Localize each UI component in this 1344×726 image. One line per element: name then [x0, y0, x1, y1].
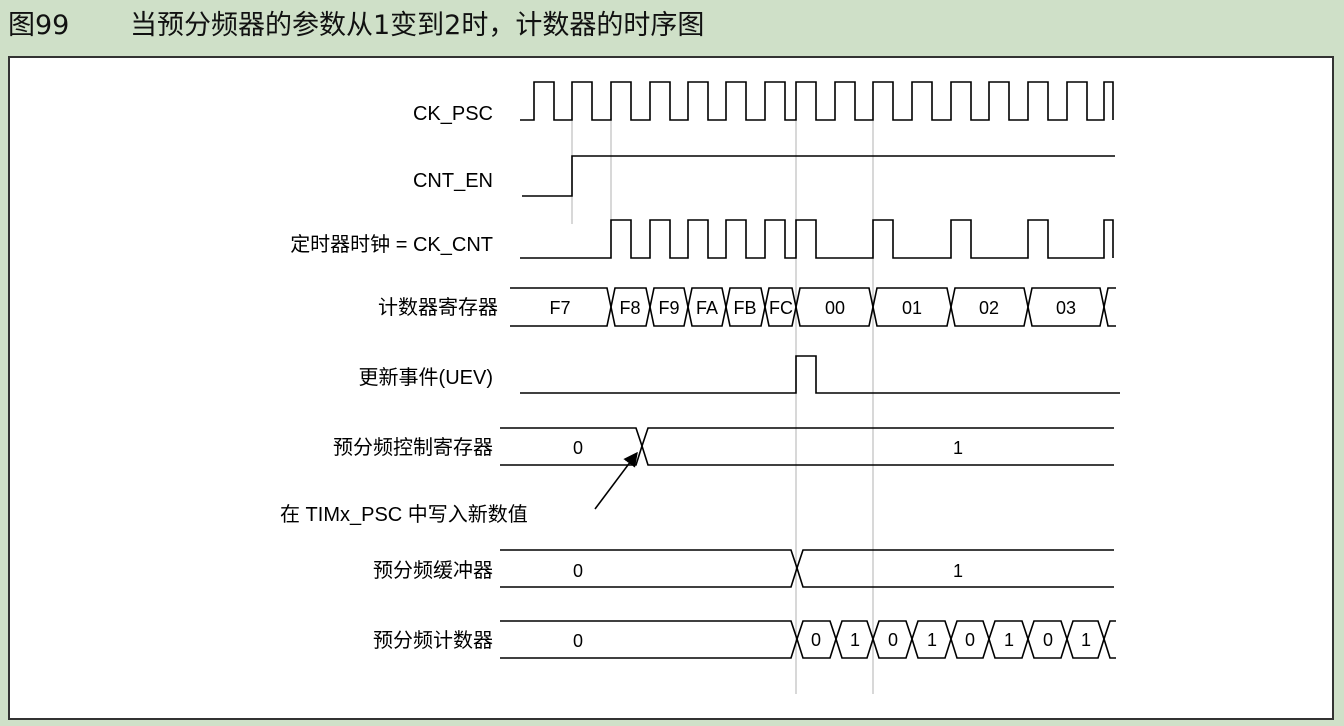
counter-value: 01 — [902, 298, 922, 318]
counter-register-bus: F7 F8 F9 FA FB FC 00 01 02 03 — [510, 287, 1116, 327]
counter-value: 02 — [979, 298, 999, 318]
cnt-en-waveform — [522, 155, 1115, 197]
label-cnt-en: CNT_EN — [413, 170, 493, 192]
counter-value: FB — [733, 298, 756, 318]
counter-value: F7 — [549, 298, 570, 318]
psc-counter-value: 1 — [927, 630, 937, 650]
ck-cnt-waveform — [520, 219, 1114, 259]
bus-segment — [1027, 287, 1105, 327]
counter-value: 00 — [825, 298, 845, 318]
bus-segment — [911, 620, 952, 659]
bus-segment — [500, 549, 798, 588]
psc-counter-value: 0 — [965, 630, 975, 650]
figure-number: 图99 — [8, 10, 70, 41]
counter-value: FA — [696, 298, 718, 318]
bus-segment — [1027, 620, 1068, 659]
label-psc-buffer: 预分频缓冲器 — [373, 559, 493, 582]
label-psc-control: 预分频控制寄存器 — [333, 436, 493, 459]
bus-segment — [610, 287, 651, 327]
label-uev: 更新事件(UEV) — [359, 366, 493, 389]
psc-counter-value: 1 — [1081, 630, 1091, 650]
bus-segment — [1103, 287, 1116, 327]
label-psc-counter: 预分频计数器 — [373, 629, 493, 652]
write-arrow — [594, 451, 638, 510]
bus-segment — [796, 549, 1114, 588]
psc-counter-bus: 0 0 1 0 1 0 1 0 1 — [500, 620, 1116, 659]
bus-segment — [725, 287, 766, 327]
psc-buffer-bus: 0 1 — [500, 549, 1114, 588]
ck-psc-waveform — [520, 81, 1114, 121]
psc-buffer-value: 0 — [573, 561, 583, 581]
figure-title: 当预分频器的参数从1变到2时，计数器的时序图 — [130, 10, 705, 41]
psc-counter-value: 0 — [811, 630, 821, 650]
bus-segment — [641, 427, 1114, 466]
psc-control-value: 0 — [573, 438, 583, 458]
bus-segment — [950, 620, 990, 659]
psc-counter-value: 0 — [1043, 630, 1053, 650]
psc-counter-value: 0 — [888, 630, 898, 650]
bus-segment — [500, 427, 643, 466]
psc-control-bus: 0 1 — [500, 427, 1114, 466]
timing-diagram: CK_PSC CNT_EN 定时器时钟 = CK_CNT 计数器寄存器 更新事件… — [280, 81, 1120, 694]
figure-caption: 图99 当预分频器的参数从1变到2时，计数器的时序图 — [8, 4, 704, 48]
label-ck-psc: CK_PSC — [413, 103, 493, 125]
label-counter-register: 计数器寄存器 — [378, 296, 498, 319]
bus-segment — [649, 287, 689, 327]
write-note: 在 TIMx_PSC 中写入新数值 — [280, 503, 528, 526]
psc-buffer-value: 1 — [953, 561, 963, 581]
label-ck-cnt: 定时器时钟 = CK_CNT — [290, 233, 493, 256]
counter-value: F8 — [619, 298, 640, 318]
psc-counter-value: 1 — [1004, 630, 1014, 650]
bus-segment — [796, 620, 837, 659]
bus-segment — [795, 287, 874, 327]
diagram-panel: CK_PSC CNT_EN 定时器时钟 = CK_CNT 计数器寄存器 更新事件… — [8, 56, 1334, 720]
counter-value: F9 — [658, 298, 679, 318]
bus-segment — [1066, 620, 1105, 659]
counter-value: FC — [769, 298, 793, 318]
psc-counter-value: 1 — [850, 630, 860, 650]
bus-segment — [950, 287, 1029, 327]
psc-counter-value: 0 — [573, 631, 583, 651]
psc-control-value: 1 — [953, 438, 963, 458]
bus-segment — [988, 620, 1029, 659]
bus-segment — [687, 287, 727, 327]
bus-segment — [764, 287, 797, 327]
bus-segment — [835, 620, 874, 659]
bus-segment — [872, 620, 913, 659]
counter-value: 03 — [1056, 298, 1076, 318]
uev-waveform — [520, 355, 1120, 394]
bus-segment — [1103, 620, 1116, 659]
bus-segment — [872, 287, 952, 327]
bus-segment — [500, 620, 798, 659]
